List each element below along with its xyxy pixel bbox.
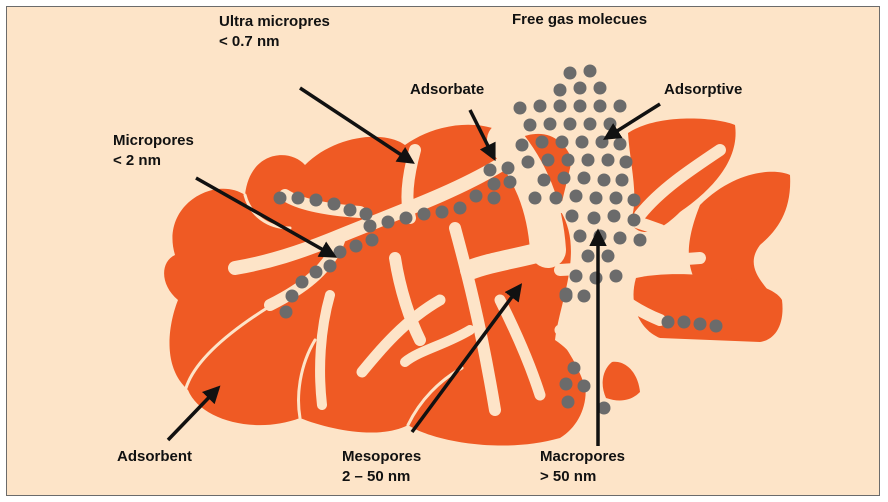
label-mesopores-size: 2 – 50 nm bbox=[342, 467, 421, 487]
adsorbent-bottom-chip bbox=[603, 362, 640, 401]
label-adsorbate: Adsorbate bbox=[410, 80, 484, 100]
label-ultra-micropores-name: Ultra micropres bbox=[219, 12, 330, 32]
label-adsorbent: Adsorbent bbox=[117, 447, 192, 467]
label-macropores: Macropores > 50 nm bbox=[540, 447, 625, 487]
label-adsorptive: Adsorptive bbox=[664, 80, 742, 100]
label-micropores-name: Micropores bbox=[113, 131, 194, 151]
label-ultra-micropores-size: < 0.7 nm bbox=[219, 32, 330, 52]
label-ultra-micropores: Ultra micropres < 0.7 nm bbox=[219, 12, 330, 52]
label-mesopores: Mesopores 2 – 50 nm bbox=[342, 447, 421, 487]
label-macropores-name: Macropores bbox=[540, 447, 625, 467]
label-micropores: Micropores < 2 nm bbox=[113, 131, 194, 171]
label-free-gas-molecules: Free gas molecues bbox=[512, 10, 647, 30]
label-macropores-size: > 50 nm bbox=[540, 467, 625, 487]
label-micropores-size: < 2 nm bbox=[113, 151, 194, 171]
label-mesopores-name: Mesopores bbox=[342, 447, 421, 467]
